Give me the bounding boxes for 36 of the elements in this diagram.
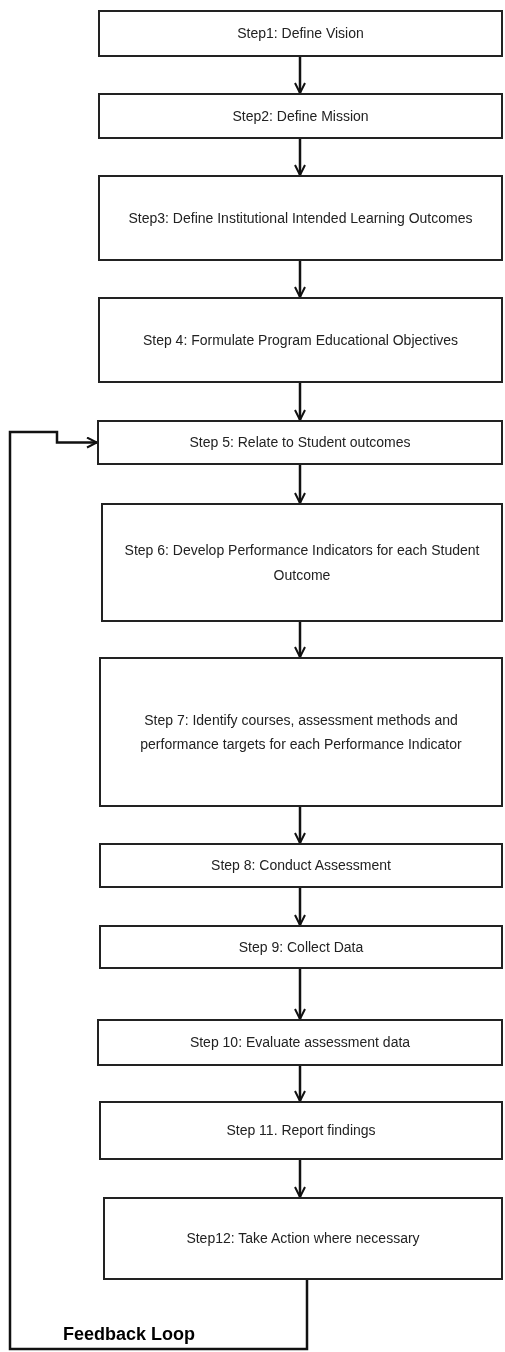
step-text: Step 6: Develop Performance Indicators for each Student Outcome xyxy=(123,541,481,585)
step-text: Step1: Define Vision xyxy=(237,24,364,44)
arrow xyxy=(294,261,306,298)
process-box xyxy=(99,843,503,888)
step-text: Step 8: Conduct Assessment xyxy=(211,856,391,876)
step-text: Step3: Define Institutional Intended Learning Outcomes xyxy=(128,208,473,228)
arrow xyxy=(294,1160,306,1198)
step-text: Step 5: Relate to Student outcomes xyxy=(189,433,411,453)
arrow xyxy=(294,888,306,926)
process-box xyxy=(98,93,503,139)
arrow xyxy=(8,430,309,1351)
process-box xyxy=(103,1197,503,1280)
process-box xyxy=(99,925,503,969)
process-box xyxy=(97,420,503,465)
step-text: Step 11. Report findings xyxy=(226,1121,376,1141)
arrow xyxy=(294,622,306,658)
process-box xyxy=(99,1101,503,1160)
arrow xyxy=(294,57,306,94)
arrow xyxy=(294,383,306,421)
arrow xyxy=(294,465,306,504)
step-text: Step 9: Collect Data xyxy=(238,937,364,957)
step-text: Step 7: Identify courses, assessment methods and performance targets for each Performance Indicator xyxy=(139,710,463,754)
process-box xyxy=(99,657,503,807)
arrow xyxy=(294,1066,306,1102)
step-text: Step12: Take Action where necessary xyxy=(186,1229,420,1249)
step-text: Step 10: Evaluate assessment data xyxy=(189,1033,411,1053)
arrow xyxy=(294,969,306,1020)
process-box xyxy=(97,1019,503,1066)
process-box xyxy=(98,10,503,57)
arrow xyxy=(294,139,306,176)
process-box xyxy=(101,503,503,622)
step-text: Step2: Define Mission xyxy=(232,106,369,126)
arrow xyxy=(294,807,306,844)
process-box xyxy=(98,297,503,383)
process-box xyxy=(98,175,503,261)
step-text: Step 4: Formulate Program Educational Objectives xyxy=(142,330,459,350)
